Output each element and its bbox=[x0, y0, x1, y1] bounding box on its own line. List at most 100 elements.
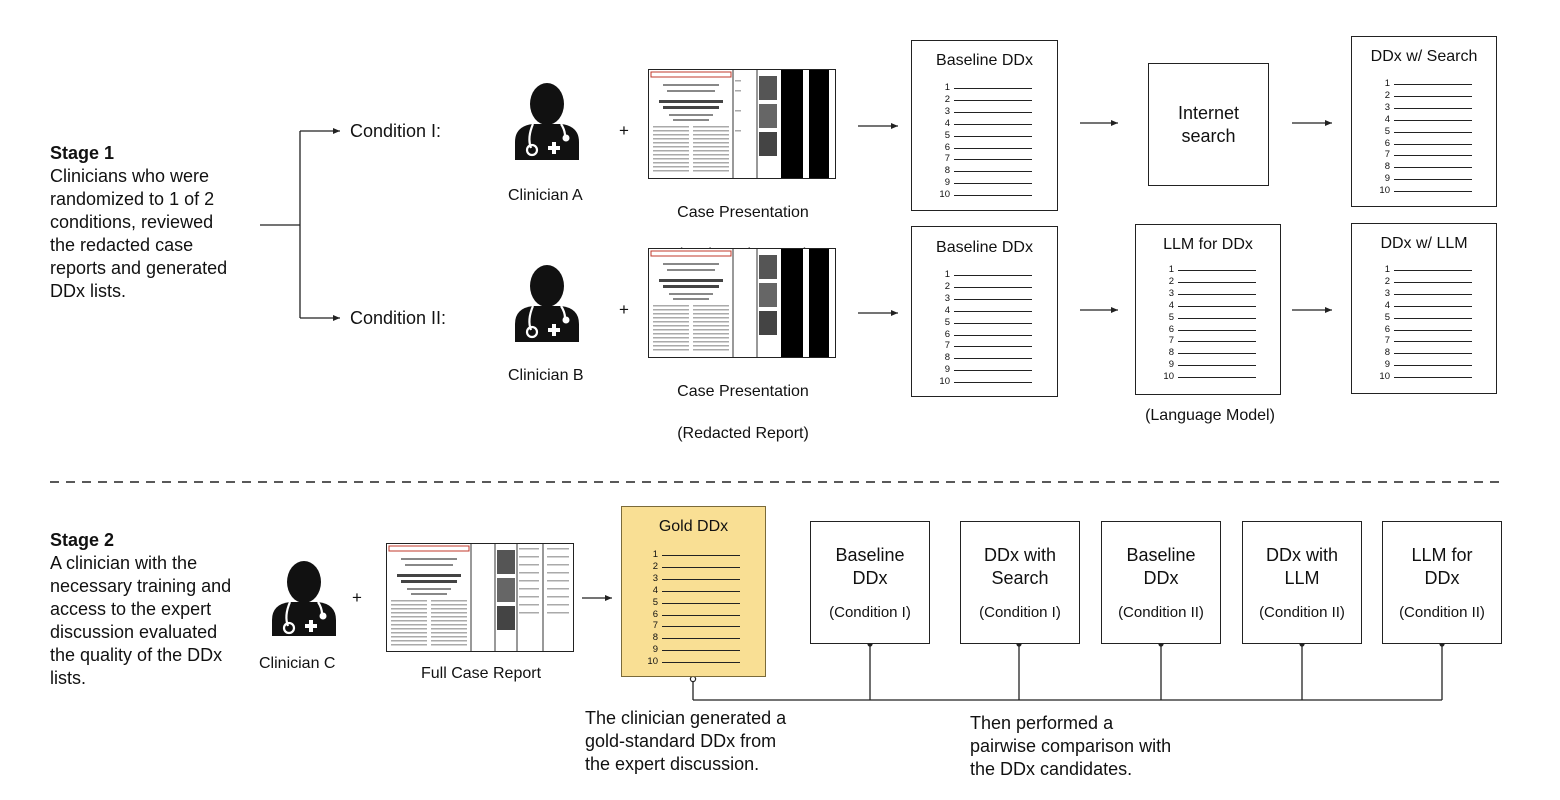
ddx-row: 4 bbox=[1385, 114, 1472, 129]
condition-1-label: Condition I: bbox=[350, 121, 442, 141]
candidate-title: Baseline DDx bbox=[1126, 545, 1196, 588]
ddx-row-number: 3 bbox=[652, 572, 658, 584]
ddx-row-line bbox=[1394, 270, 1472, 271]
ddx-row-number: 5 bbox=[1168, 311, 1174, 323]
candidate-condition: (Condition I) bbox=[829, 604, 911, 621]
ddx-row-number: 2 bbox=[1168, 275, 1174, 287]
ddx-row: 5 bbox=[1169, 312, 1256, 327]
ddx-row-number: 6 bbox=[1384, 137, 1390, 149]
ddx-row-line bbox=[1394, 365, 1472, 367]
ddx-row-line bbox=[662, 566, 740, 568]
ddx-row-number: 1 bbox=[1384, 78, 1390, 89]
ddx-row-line bbox=[1394, 191, 1472, 193]
ddx-row-line bbox=[954, 382, 1032, 384]
ddx-row-number: 8 bbox=[652, 632, 658, 644]
ddx-row-number: 10 bbox=[1379, 371, 1390, 383]
ddx-row: 2 bbox=[653, 561, 740, 576]
plus-sign: + bbox=[352, 588, 362, 607]
ddx-row-number: 4 bbox=[652, 584, 658, 596]
ddx-row-number: 1 bbox=[1168, 264, 1174, 275]
ddx-row-line bbox=[954, 111, 1032, 113]
ddx-row-line bbox=[954, 275, 1032, 276]
ddx-row-line bbox=[954, 135, 1032, 137]
ddx-row-number: 1 bbox=[944, 269, 950, 280]
ddx-row: 5 bbox=[945, 317, 1032, 332]
ddx-row-line bbox=[1394, 167, 1472, 169]
ddx-row: 3 bbox=[1385, 102, 1472, 117]
full-case-report-thumbnail bbox=[386, 543, 574, 652]
ddx-row-line bbox=[1394, 107, 1472, 109]
ddx-row-line bbox=[1178, 353, 1256, 355]
ddx-row-number: 4 bbox=[1384, 113, 1390, 125]
ddx-row-number: 8 bbox=[944, 352, 950, 364]
ddx-row-number: 4 bbox=[944, 117, 950, 129]
ddx-row-line bbox=[1178, 365, 1256, 367]
ddx-row-number: 4 bbox=[1168, 299, 1174, 311]
ddx-row-number: 9 bbox=[652, 644, 658, 656]
ddx-row-line bbox=[1178, 305, 1256, 307]
ddx-row: 1 bbox=[653, 549, 740, 564]
ddx-row-number: 2 bbox=[1384, 275, 1390, 287]
ddx-row-line bbox=[662, 626, 740, 628]
ddx-row: 7 bbox=[945, 340, 1032, 355]
ddx-row-line bbox=[954, 286, 1032, 288]
ddx-row-number: 10 bbox=[1163, 371, 1174, 383]
ddx-row: 7 bbox=[945, 153, 1032, 168]
ddx-row-number: 6 bbox=[944, 328, 950, 340]
ddx-w-search-title: DDx w/ Search bbox=[1370, 48, 1478, 65]
candidate-condition: (Condition II) bbox=[1118, 604, 1204, 621]
ddx-row-line bbox=[662, 590, 740, 592]
ddx-row: 8 bbox=[1385, 347, 1472, 362]
ddx-row-line bbox=[1394, 95, 1472, 97]
candidate-title: DDx with LLM bbox=[1265, 545, 1338, 588]
ddx-row: 1 bbox=[945, 82, 1032, 97]
redacted-report-thumbnail-b bbox=[648, 248, 836, 358]
candidate-box-llm-cond2: DDx with LLM (Condition II) bbox=[1242, 521, 1362, 644]
ddx-row-number: 10 bbox=[939, 189, 950, 201]
baseline-ddx-title: Baseline DDx bbox=[936, 52, 1033, 69]
candidate-box-llm-for-ddx-cond2: LLM for DDx (Condition II) bbox=[1382, 521, 1502, 644]
ddx-row-number: 8 bbox=[1168, 347, 1174, 359]
ddx-row: 9 bbox=[945, 177, 1032, 192]
llm-for-ddx-title: LLM for DDx bbox=[1163, 236, 1253, 253]
ddx-row: 9 bbox=[1169, 359, 1256, 374]
ddx-row: 3 bbox=[945, 106, 1032, 121]
ddx-row-line bbox=[662, 662, 740, 664]
ddx-row: 6 bbox=[653, 609, 740, 624]
ddx-row-line bbox=[954, 123, 1032, 125]
ddx-row-line bbox=[1394, 179, 1472, 181]
ddx-row: 8 bbox=[653, 632, 740, 647]
ddx-row: 10 bbox=[647, 656, 740, 671]
ddx-row-line bbox=[1394, 293, 1472, 295]
ddx-row-number: 7 bbox=[1168, 335, 1174, 347]
ddx-row: 5 bbox=[945, 130, 1032, 145]
ddx-row-number: 8 bbox=[1384, 161, 1390, 173]
ddx-row-number: 4 bbox=[944, 304, 950, 316]
ddx-row-line bbox=[954, 322, 1032, 324]
ddx-row-number: 5 bbox=[1384, 311, 1390, 323]
case-presentation-line2: (Redacted Report) bbox=[677, 425, 809, 442]
ddx-row-number: 5 bbox=[944, 129, 950, 141]
full-case-report-label: Full Case Report bbox=[420, 665, 542, 682]
candidate-title: DDx with Search bbox=[983, 545, 1056, 588]
ddx-row: 8 bbox=[945, 352, 1032, 367]
ddx-row-line bbox=[1394, 305, 1472, 307]
ddx-row-line bbox=[1394, 84, 1472, 85]
ddx-row-number: 3 bbox=[944, 105, 950, 117]
ddx-row-number: 6 bbox=[652, 608, 658, 620]
plus-sign: + bbox=[619, 121, 629, 140]
ddx-row-number: 8 bbox=[1384, 347, 1390, 359]
ddx-row-number: 4 bbox=[1384, 299, 1390, 311]
ddx-row: 1 bbox=[1169, 264, 1256, 279]
ddx-row-number: 5 bbox=[652, 596, 658, 608]
candidate-condition: (Condition I) bbox=[979, 604, 1061, 621]
ddx-row-line bbox=[1178, 341, 1256, 343]
ddx-row-number: 3 bbox=[944, 292, 950, 304]
